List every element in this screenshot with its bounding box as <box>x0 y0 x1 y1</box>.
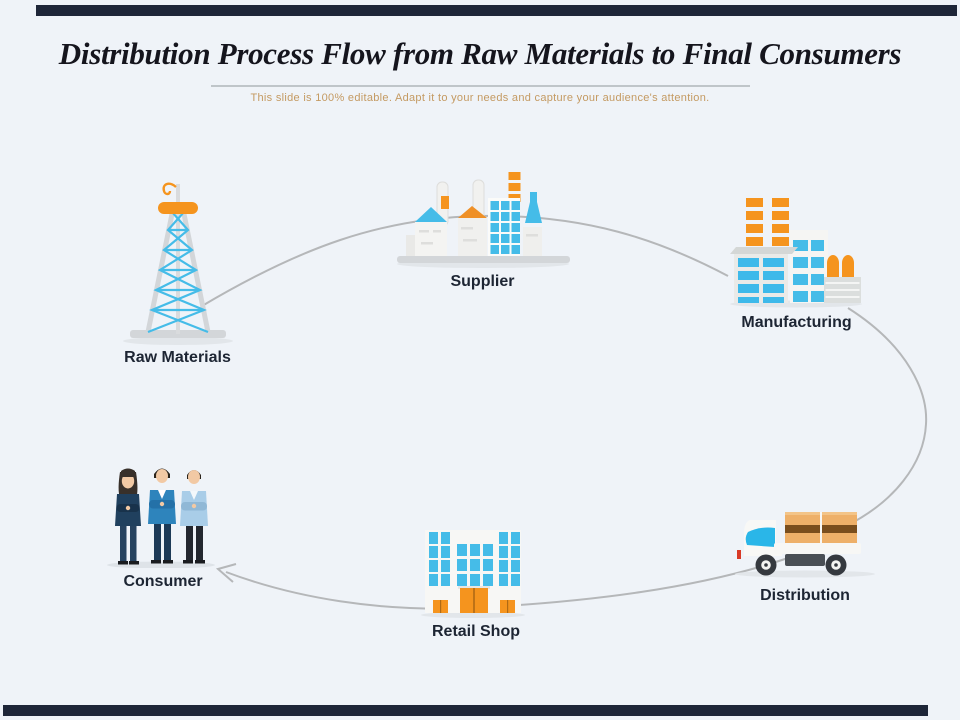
arrowhead-icon <box>215 563 237 583</box>
person-man-right <box>180 470 208 564</box>
node-label: Manufacturing <box>741 314 852 331</box>
top-accent-bar <box>36 5 957 16</box>
factory-icon <box>397 172 570 268</box>
node-label: Consumer <box>123 573 203 590</box>
title-divider <box>211 85 750 87</box>
manufacturing-plant-icon <box>730 198 862 308</box>
node-manufacturing: Manufacturing <box>724 192 869 332</box>
connector-manufacturing-to-distribution <box>845 307 928 527</box>
bottom-accent-bar <box>3 705 928 716</box>
node-distribution: Distribution <box>726 500 884 605</box>
page-subtitle: This slide is 100% editable. Adapt it to… <box>250 92 710 104</box>
node-retail-shop: Retail Shop <box>420 528 532 641</box>
node-label: Raw Materials <box>124 349 231 366</box>
person-man-center <box>148 468 176 564</box>
oil-derrick-icon <box>122 182 233 345</box>
person-woman <box>115 468 141 565</box>
node-supplier: Supplier <box>390 172 575 291</box>
delivery-truck-icon <box>735 512 875 578</box>
node-label: Retail Shop <box>431 623 520 640</box>
node-label: Distribution <box>760 587 850 604</box>
node-consumer: Consumer <box>103 462 223 591</box>
node-raw-materials: Raw Materials <box>95 180 260 367</box>
page-title: Distribution Process Flow from Raw Mater… <box>58 36 902 71</box>
consumers-icon <box>107 468 215 568</box>
retail-store-icon <box>421 530 525 618</box>
node-label: Supplier <box>450 273 515 290</box>
